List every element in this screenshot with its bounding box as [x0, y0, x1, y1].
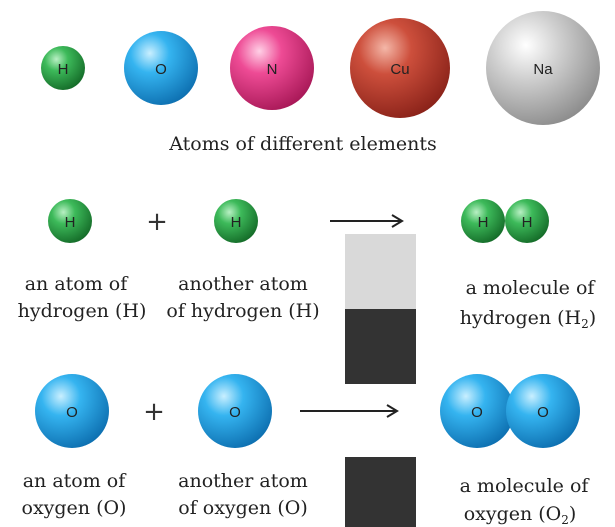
oxygen-caption-right-1: a molecule of: [460, 475, 591, 497]
hydrogen-formula-sub: 2: [581, 317, 589, 331]
atom-na-label: Na: [533, 61, 553, 78]
oxygen-atom-a: O: [35, 374, 109, 448]
atom-na: Na: [486, 11, 600, 125]
oxygen-caption-left-2: oxygen (O): [22, 497, 127, 519]
atom-o: O: [124, 31, 198, 105]
oxygen-atom-b: O: [198, 374, 272, 448]
atom-n-label: N: [267, 61, 278, 78]
oxygen-formula-text: oxygen (O: [464, 503, 562, 525]
hydrogen-atom-a: H: [48, 199, 92, 243]
oxygen-caption-mid-2: of oxygen (O): [178, 497, 307, 519]
hydrogen-plus: +: [146, 207, 168, 237]
oxygen-atom-b-label: O: [229, 404, 241, 421]
hydrogen-atom-a-label: H: [65, 214, 76, 231]
oxygen-caption-right-2: oxygen (O2): [464, 503, 577, 527]
hydrogen-caption-mid-2: of hydrogen (H): [166, 300, 319, 322]
atom-h-label: H: [58, 61, 69, 78]
hydrogen-caption-left-1: an atom of: [25, 273, 130, 295]
hydrogen-atom-b-label: H: [231, 214, 242, 231]
hydrogen-molecule: H H: [461, 199, 549, 243]
hydrogen-arrow: [330, 214, 404, 228]
oxygen-caption-mid-1: another atom: [178, 470, 308, 492]
bar-dark-lower: [345, 457, 416, 527]
oxygen-molecule-label-1: O: [471, 404, 483, 421]
hydrogen-molecule-label-1: H: [478, 214, 489, 231]
row1-caption: Atoms of different elements: [168, 133, 436, 155]
atom-h: H: [41, 46, 85, 90]
hydrogen-caption-left-2: hydrogen (H): [18, 300, 147, 322]
hydrogen-caption-right-1: a molecule of: [466, 277, 597, 299]
hydrogen-caption-right-2: hydrogen (H2): [460, 307, 596, 331]
oxygen-atom-a-label: O: [66, 404, 78, 421]
hydrogen-formula-end: ): [589, 307, 596, 329]
oxygen-caption-left-1: an atom of: [23, 470, 128, 492]
hydrogen-caption-mid-1: another atom: [178, 273, 308, 295]
oxygen-formula-sub: 2: [561, 513, 569, 527]
atom-n: N: [230, 26, 314, 110]
oxygen-formula-end: ): [569, 503, 576, 525]
oxygen-arrow: [300, 404, 399, 418]
atom-cu: Cu: [350, 18, 450, 118]
oxygen-molecule-label-2: O: [537, 404, 549, 421]
hydrogen-formula-text: hydrogen (H: [460, 307, 581, 329]
bar-light: [345, 234, 416, 309]
atom-cu-label: Cu: [390, 61, 409, 78]
atom-o-label: O: [155, 61, 167, 78]
oxygen-plus: +: [143, 397, 165, 427]
hydrogen-atom-b: H: [214, 199, 258, 243]
oxygen-molecule: O O: [440, 374, 580, 448]
hydrogen-molecule-label-2: H: [522, 214, 533, 231]
bar-dark-upper: [345, 309, 416, 384]
